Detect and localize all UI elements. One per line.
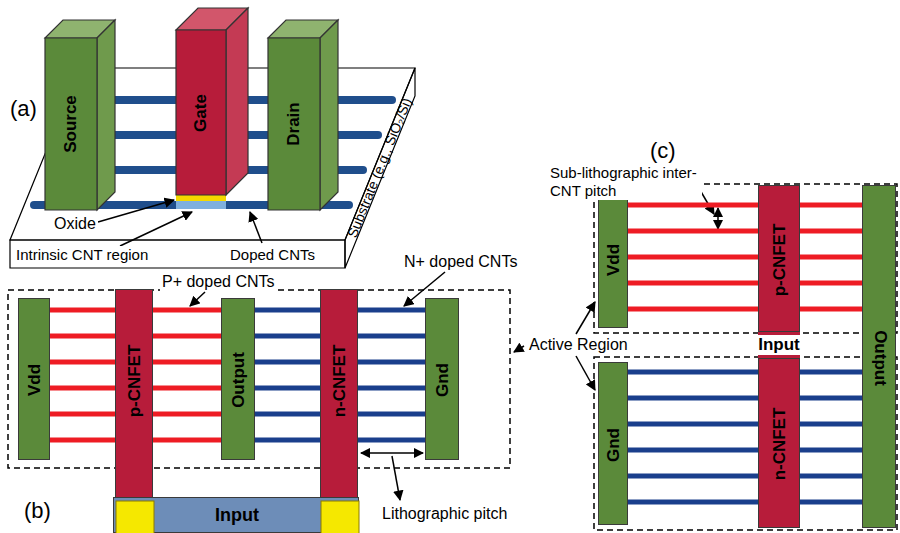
node-text: n-CNFET	[331, 345, 350, 418]
active-region	[594, 357, 897, 530]
block-3d	[176, 8, 248, 195]
face	[345, 68, 415, 268]
active-region	[594, 184, 897, 333]
node-text: p-CNFET	[771, 223, 790, 296]
leader-lines	[98, 200, 262, 246]
node-text: Drain	[285, 102, 304, 145]
vdd-contact: Vdd	[18, 298, 50, 460]
face	[45, 38, 97, 210]
leader-lines	[190, 190, 718, 500]
face	[97, 20, 115, 210]
node-text: Vdd	[605, 244, 624, 276]
dimension-label: Sub-lithographic inter-CNT pitch	[548, 164, 702, 200]
output-contact: Output	[862, 185, 896, 528]
node-text: Output	[871, 330, 890, 386]
node-text: p-CNFET	[126, 345, 145, 418]
gnd-contact: Gnd	[425, 298, 459, 460]
node-text: Substrate (e.g., SiO₂/Si)	[345, 96, 415, 240]
panel-label: (b)	[22, 498, 53, 524]
node-text: Source	[62, 95, 81, 153]
n-cnfet-gate: n-CNFET	[758, 358, 800, 528]
input-line: Input	[113, 497, 359, 533]
node-text: Gnd	[434, 363, 453, 397]
face	[320, 20, 338, 210]
node-text: Gnd	[605, 428, 624, 462]
face	[10, 240, 345, 268]
face	[176, 30, 226, 195]
node-text: Output	[230, 352, 249, 408]
output-contact: Output	[221, 298, 255, 460]
part-label: P+ doped CNTs	[160, 272, 277, 291]
region-label: Active Region	[527, 335, 630, 354]
panel-label: (a)	[8, 96, 39, 122]
cnt-lines	[628, 205, 862, 502]
node-text: n-CNFET	[771, 408, 790, 481]
gate-electrode: Gate	[176, 8, 248, 195]
vdd-contact: Vdd	[598, 190, 628, 328]
panel-label: (c)	[648, 138, 678, 164]
part-label: N+ doped CNTs	[402, 252, 519, 271]
gnd-contact: Gnd	[598, 362, 628, 525]
node-text: Vdd	[26, 364, 45, 396]
contact-pad	[321, 501, 359, 533]
p-cnfet-gate: p-CNFET	[758, 185, 800, 332]
part-label: Doped CNTs	[228, 246, 317, 264]
node-text: Input	[215, 506, 259, 526]
part-label: Oxide	[52, 214, 98, 233]
input-label: Input	[756, 335, 802, 355]
contact-pad	[116, 501, 154, 533]
dimension-label: Lithographic pitch	[380, 504, 509, 523]
block-3d	[45, 20, 115, 210]
drain-contact: Drain	[268, 20, 338, 210]
face	[226, 8, 248, 195]
source-contact: Source	[45, 20, 115, 210]
oxide-layer	[176, 195, 226, 201]
part-label: Intrinsic CNT region	[14, 246, 150, 264]
node-text: Gate	[192, 94, 211, 132]
face	[268, 38, 320, 210]
block-3d	[268, 20, 338, 210]
p-cnfet-gate: p-CNFET	[115, 289, 153, 499]
active-region	[8, 290, 510, 468]
face	[10, 68, 415, 240]
n-cnfet-gate: n-CNFET	[320, 289, 358, 499]
